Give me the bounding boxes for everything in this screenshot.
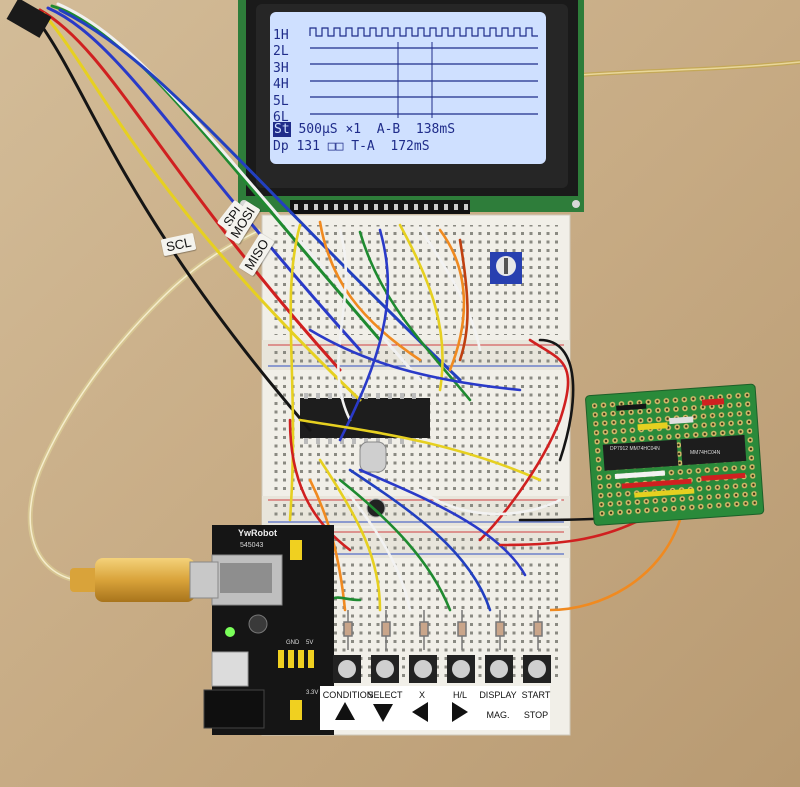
- breadboard: [261, 214, 571, 736]
- button-sublabel-mag: MAG.: [486, 710, 510, 720]
- arrow-right-icon: [452, 702, 468, 722]
- resistors: [343, 610, 543, 650]
- button-start: [523, 655, 551, 683]
- green-pcb: [585, 383, 765, 526]
- button-label-x: X: [418, 690, 425, 700]
- button-x: [409, 655, 437, 683]
- button-hl: [447, 655, 475, 683]
- button-condition: [333, 655, 361, 683]
- power-led: [225, 627, 235, 637]
- arrow-up-icon: [335, 702, 355, 720]
- pcb-chip-1: [602, 439, 679, 471]
- top-left-connector: [6, 0, 52, 38]
- pcb-chip-1-text: DP7912 MM74HC04N: [610, 446, 660, 452]
- power-5v-label: 5V: [306, 640, 314, 646]
- potentiometer: [490, 252, 522, 284]
- power-gnd-label: GND: [286, 640, 300, 646]
- jumper-1: [290, 540, 302, 560]
- button-label-select: SELECT: [367, 690, 403, 700]
- crystal: [359, 441, 387, 473]
- power-module: [203, 525, 334, 735]
- button-strip: [320, 686, 550, 730]
- button-label-hl: H/L: [452, 690, 467, 700]
- button-display: [485, 655, 513, 683]
- wire-orange-pcb: [549, 519, 682, 612]
- lcd-waveforms: [309, 27, 538, 118]
- wires-top-left: [34, 2, 462, 432]
- pcb-chip-2: [680, 434, 747, 466]
- arrow-icons: [335, 702, 468, 722]
- pcb-chip-2-text: MM74HC04N: [690, 450, 721, 456]
- usb-plug: [70, 558, 219, 602]
- lcd-screen: [270, 12, 546, 164]
- power-33v-label: 3.3V: [306, 690, 319, 696]
- wires-tangle: [288, 220, 662, 612]
- button-label-condition: CONDITION: [322, 690, 374, 700]
- trace-1: [309, 27, 538, 37]
- power-brand: YwRobot: [238, 528, 277, 538]
- power-switch: [211, 651, 249, 687]
- arrow-left-icon: [412, 702, 428, 722]
- push-buttons: [333, 655, 551, 683]
- jumper-2: [290, 700, 302, 720]
- power-model: 545043: [240, 542, 264, 549]
- button-select: [371, 655, 399, 683]
- button-sublabel-stop: STOP: [523, 710, 549, 720]
- lcd-module: [238, 0, 584, 214]
- capacitor: [366, 498, 386, 518]
- arrow-down-icon: [373, 704, 393, 722]
- main-ic: [300, 393, 430, 444]
